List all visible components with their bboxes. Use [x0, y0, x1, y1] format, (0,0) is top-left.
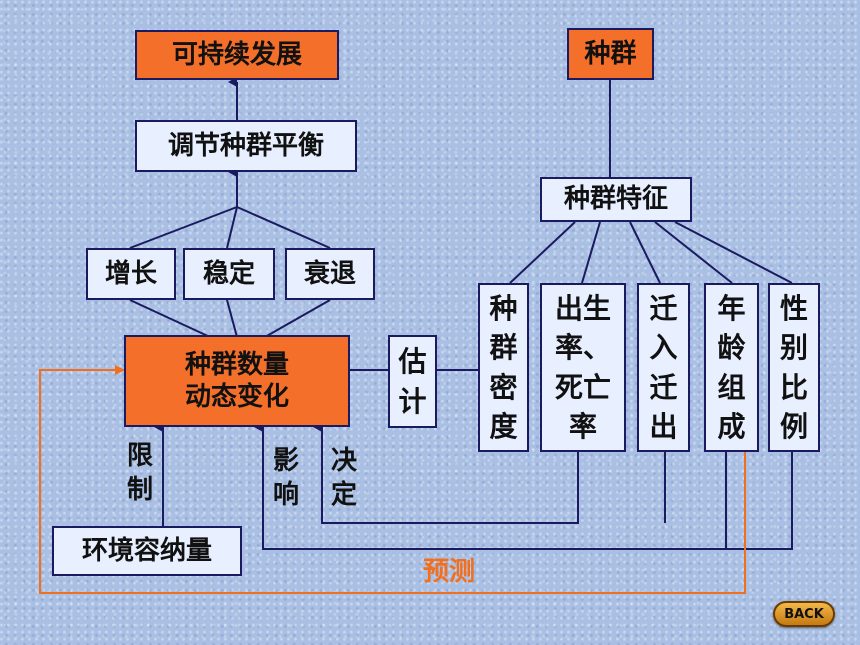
carrying-capacity-box: 环境容纳量: [52, 526, 242, 576]
predict-label: 预测: [422, 557, 475, 587]
line-predict-path: [39, 365, 746, 594]
line-dynamic-to-growth: [129, 299, 211, 338]
line-dynamic-to-stable: [226, 299, 238, 338]
growth-box: 增长: [86, 248, 176, 300]
back-button[interactable]: BACK: [773, 601, 835, 627]
line-stable-to-junction: [226, 206, 238, 249]
estimate-box: 估 计: [388, 335, 437, 428]
line-determine-path: [313, 422, 579, 524]
line-features-to-migration: [629, 221, 661, 284]
sex-ratio-box: 性 别 比 例: [768, 283, 820, 452]
line-features-to-birth: [581, 221, 601, 284]
population-features-box: 种群特征: [540, 177, 692, 222]
limit-label: 限 制: [126, 441, 153, 505]
migration-box: 迁 入 迁 出: [637, 283, 690, 452]
line-dynamic-to-decline: [264, 299, 331, 338]
line-growth-to-junction: [129, 206, 238, 249]
line-features-to-density: [509, 221, 576, 284]
sustainable-development-box: 可持续发展: [135, 30, 339, 80]
dynamic-change-box: 种群数量 动态变化: [124, 335, 350, 427]
population-box: 种群: [567, 28, 654, 80]
line-features-to-age: [654, 221, 733, 284]
line-influence-path: [254, 422, 793, 550]
decline-box: 衰退: [285, 248, 375, 300]
line-features-to-sex: [674, 221, 793, 284]
age-structure-box: 年 龄 组 成: [704, 283, 759, 452]
influence-label: 影 响: [272, 446, 299, 510]
determine-label: 决 定: [330, 446, 357, 510]
stable-box: 稳定: [183, 248, 275, 300]
density-box: 种 群 密 度: [478, 283, 529, 452]
regulate-balance-box: 调节种群平衡: [135, 120, 357, 172]
birth-death-rate-box: 出生 率、 死亡 率: [540, 283, 626, 452]
line-decline-to-junction: [236, 206, 331, 249]
